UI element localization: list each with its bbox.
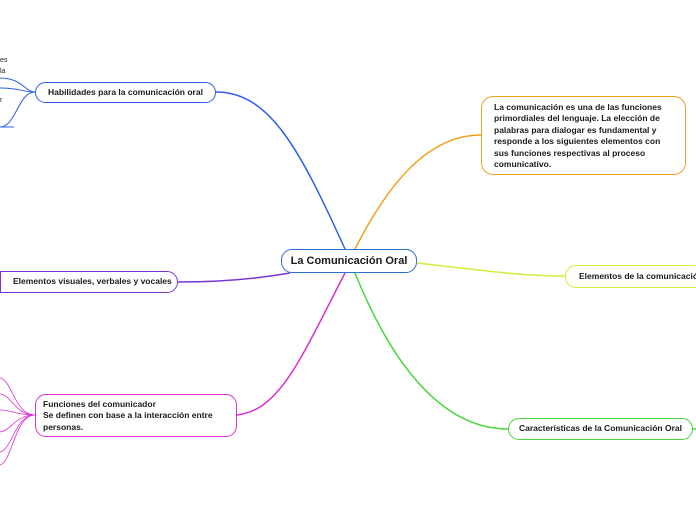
funciones-description: Se definen con base a la interacción ent… bbox=[43, 410, 213, 432]
edge-funciones bbox=[236, 272, 346, 416]
funciones-title: Funciones del comunicador bbox=[43, 399, 156, 409]
fragment-text-1: es bbox=[0, 57, 8, 64]
fragment-text-3: r bbox=[0, 97, 3, 104]
edge-habilidades-sub3 bbox=[0, 91, 36, 128]
edge-elementos bbox=[416, 262, 566, 277]
fragment-text-2: la bbox=[0, 68, 6, 75]
edge-habilidades bbox=[215, 91, 346, 250]
topic-visuales[interactable]: Elementos visuales, verbales y vocales bbox=[0, 271, 178, 293]
topic-funciones[interactable]: Funciones del comunicador Se definen con… bbox=[35, 394, 237, 437]
edge-caracteristicas bbox=[354, 272, 509, 430]
edge-funciones-sub4 bbox=[0, 414, 36, 433]
edge-funciones-sub1 bbox=[0, 377, 36, 416]
edge-intro bbox=[354, 134, 482, 250]
topic-intro[interactable]: La comunicación es una de las funciones … bbox=[481, 96, 686, 175]
edge-funciones-sub3 bbox=[0, 409, 36, 416]
edge-visuales bbox=[177, 272, 291, 283]
topic-caracteristicas[interactable]: Características de la Comunicación Oral bbox=[508, 418, 693, 440]
topic-habilidades[interactable]: Habilidades para la comunicación oral bbox=[35, 82, 216, 103]
edge-funciones-sub6 bbox=[0, 414, 36, 466]
central-topic[interactable]: La Comunicación Oral bbox=[281, 249, 417, 273]
edge-funciones-sub2 bbox=[0, 393, 36, 416]
topic-elementos[interactable]: Elementos de la comunicación bbox=[565, 265, 696, 288]
